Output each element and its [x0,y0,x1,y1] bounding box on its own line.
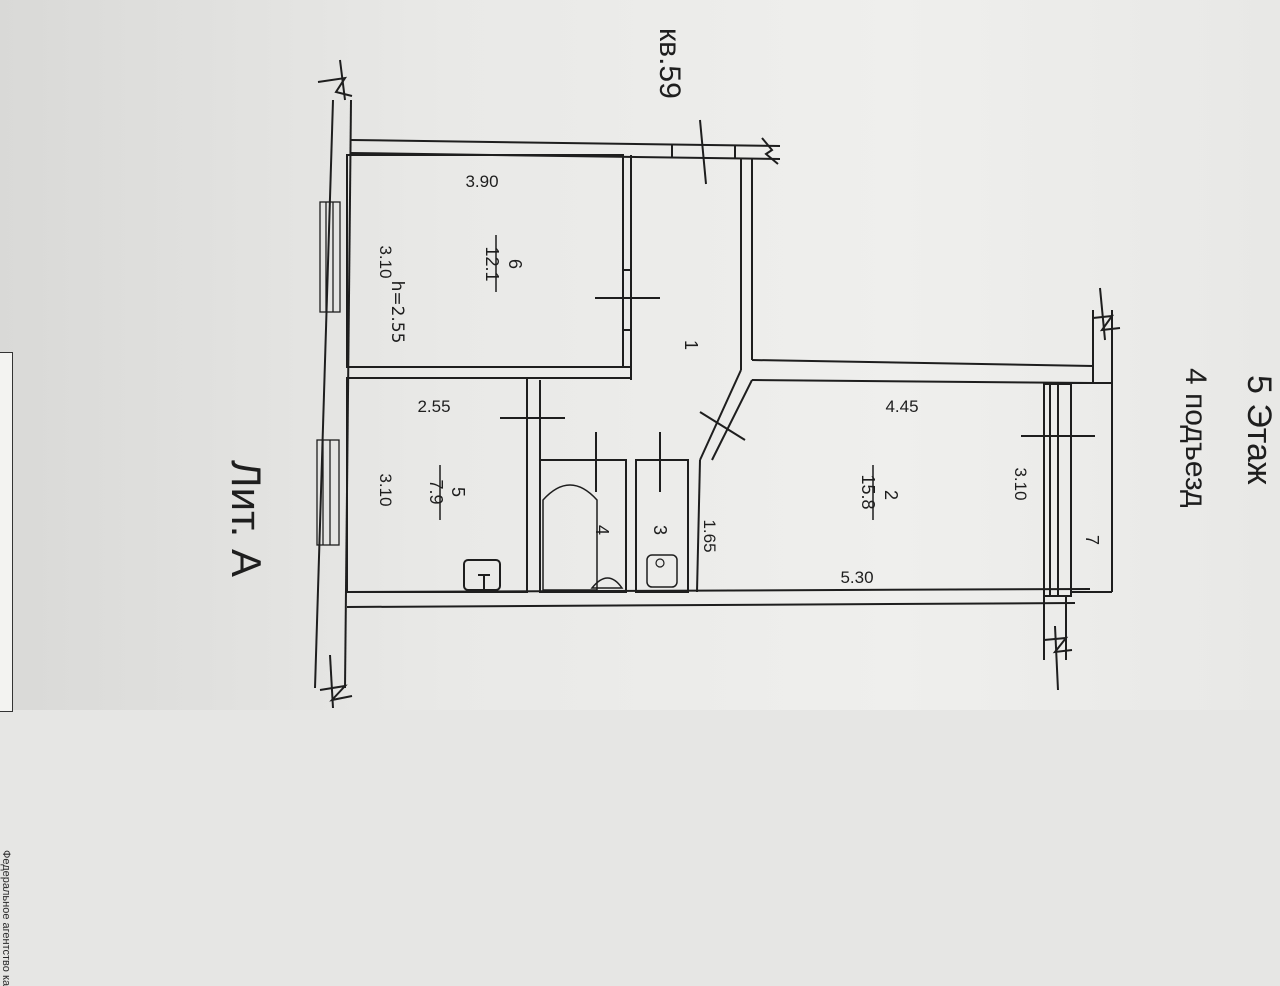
room-7-number: 7 [1082,535,1102,545]
room-2-number: 2 [881,490,901,500]
entrance-label: 4 подъезд [1179,368,1212,508]
agency-text: Федеральное агентство ка [0,850,12,986]
room-6-walls [346,154,660,380]
corridor-walls [699,159,753,461]
dim-room6-height: h=2.55 [387,281,407,344]
room-4-bathroom [539,432,627,593]
dim-room6-length: 3.90 [465,172,498,191]
dim-corridor-width: 1.65 [700,519,719,552]
room-5-area: 7.9 [426,479,446,504]
room-2-area: 15.8 [858,474,878,509]
room-3-toilet [635,432,689,593]
room-4-number: 4 [592,525,612,535]
room-1-number: 1 [681,340,701,350]
dim-room6-width: 3.10 [376,245,395,278]
room-7-balcony [1021,287,1121,691]
window-left-bottom [316,439,340,546]
dim-room5-length: 2.55 [417,397,450,416]
dim-room2-length: 4.45 [885,397,918,416]
floor-label: 5 Этаж [1240,375,1278,485]
window-left-top [319,201,341,313]
room-3-number: 3 [650,525,670,535]
letter-label: Лит. А [223,460,270,577]
room-2-walls [346,359,1094,608]
top-wall [350,119,781,185]
room-5-number: 5 [448,487,468,497]
dim-room2-width: 3.10 [1011,467,1030,500]
floor-plan-drawing: 3.90 2.55 4.45 5.30 3.10 3.10 3.10 1.65 … [223,28,1278,709]
dim-room5-width: 3.10 [376,473,395,506]
interior-wall-6-5 [347,366,631,379]
room-6-number: 6 [505,259,525,269]
room-6-area: 12.1 [482,246,502,281]
apartment-label: кв.59 [653,28,686,99]
dim-room2-length-bottom: 5.30 [840,568,873,587]
